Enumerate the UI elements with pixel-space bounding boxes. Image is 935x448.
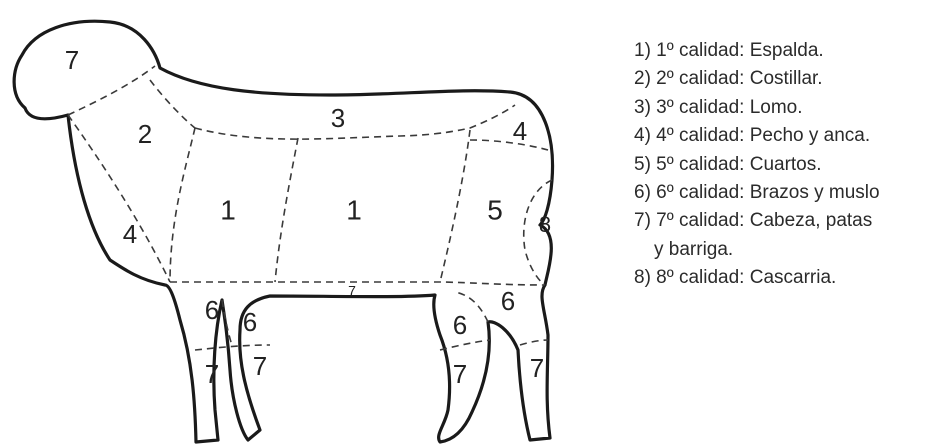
- label-chest: 4: [123, 219, 137, 249]
- label-head: 7: [65, 45, 79, 75]
- label-loin: 1: [346, 194, 362, 225]
- legend-item-1: 1) 1º calidad: Espalda.: [634, 37, 880, 65]
- label-hind: 5: [487, 194, 503, 225]
- label-back: 3: [331, 103, 345, 133]
- legend-item-6: 6) 6º calidad: Brazos y muslo: [634, 179, 880, 207]
- cut-head-neck: [68, 66, 155, 115]
- label-front-leg-inner: 7: [253, 351, 267, 381]
- label-hind-leg-inner: 7: [453, 359, 467, 389]
- cut-shoulder-loin: [275, 138, 298, 282]
- legend-item-4: 4) 4º calidad: Pecho y anca.: [634, 122, 880, 150]
- label-hind-thigh: 6: [501, 286, 515, 316]
- cut-shoulder-front: [170, 128, 195, 282]
- label-front-leg: 7: [205, 359, 219, 389]
- label-tail: 8: [539, 212, 551, 237]
- cut-back-line: [195, 105, 515, 139]
- legend-item-2: 2) 2º calidad: Costillar.: [634, 65, 880, 93]
- legend-item-3: 3) 3º calidad: Lomo.: [634, 94, 880, 122]
- cut-loin-hind: [440, 130, 470, 282]
- legend-item-7: 7) 7º calidad: Cabeza, patas: [634, 207, 880, 235]
- cut-belly: [170, 282, 545, 285]
- label-shoulder: 1: [220, 194, 236, 225]
- legend-item-8: 8) 8º calidad: Cascarria.: [634, 264, 880, 292]
- label-rump-top: 4: [513, 116, 527, 146]
- cut-rump-corner: [470, 140, 548, 150]
- label-neck: 2: [138, 119, 152, 149]
- legend-item-7-continued: y barriga.: [634, 236, 880, 264]
- cut-neck-shoulder: [150, 80, 195, 128]
- label-hind-inner: 6: [453, 310, 467, 340]
- cut-hind-arm: [440, 340, 490, 350]
- label-hind-leg: 7: [530, 353, 544, 383]
- sheep-outline: [14, 21, 552, 442]
- cut-front-arm: [195, 345, 270, 350]
- label-front-arm: 6: [205, 295, 219, 325]
- legend-item-5: 5) 5º calidad: Cuartos.: [634, 151, 880, 179]
- label-belly: 7: [348, 283, 356, 299]
- label-front-arm-inner: 6: [243, 307, 257, 337]
- cut-hind-thigh: [520, 340, 548, 345]
- cuts-legend: 1) 1º calidad: Espalda. 2) 2º calidad: C…: [634, 37, 880, 293]
